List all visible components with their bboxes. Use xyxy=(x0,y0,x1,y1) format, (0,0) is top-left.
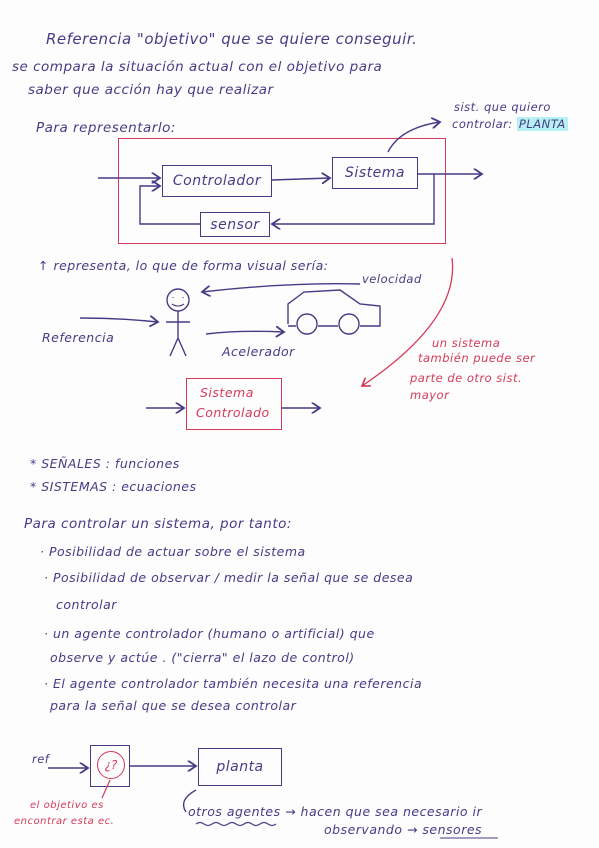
other-agents-line-1: otros agentes → hacen que sea necesario … xyxy=(188,804,483,819)
bullet-agent: · un agente controlador (humano o artifi… xyxy=(44,626,375,641)
represent-label: Para representarlo: xyxy=(36,120,176,136)
controller-label: Controlador xyxy=(172,173,262,189)
reference-label: Referencia xyxy=(42,330,115,345)
bottom-red-note-line-2: encontrar esta ec. xyxy=(14,816,115,827)
accelerator-arrow xyxy=(205,331,284,334)
ref-label: ref xyxy=(32,752,50,766)
systems-definition: * SISTEMAS : ecuaciones xyxy=(30,479,197,494)
sensor-label: sensor xyxy=(210,216,260,233)
accelerator-label: Acelerador xyxy=(222,344,295,359)
note-plant-line-2: controlar: PLANTA xyxy=(452,117,568,131)
visual-representation-line: ↑ representa, lo que de forma visual ser… xyxy=(38,258,329,273)
system-frame xyxy=(118,138,446,244)
bottom-red-note-line-1: el objetivo es xyxy=(30,800,104,811)
system-label: Sistema xyxy=(345,165,405,181)
agents-bracket xyxy=(182,789,197,813)
bullet-reference-cont: para la señal que se desea controlar xyxy=(50,698,297,713)
system-block: Sistema xyxy=(332,157,418,189)
bullet-actuate: · Posibilidad de actuar sobre el sistema xyxy=(40,544,306,559)
planta-highlight: PLANTA xyxy=(516,117,568,131)
sensor-block: sensor xyxy=(200,212,270,237)
red-note-line-2: también puede ser xyxy=(418,351,536,365)
note-plant-line-1: sist. que quiero xyxy=(454,100,551,114)
bullet-observe-cont: controlar xyxy=(56,597,117,612)
other-agents-line-2: observando → sensores xyxy=(324,822,483,837)
unknown-controller-block xyxy=(90,745,130,787)
controller-to-system-arrow xyxy=(271,178,330,180)
sensor-to-controller-arrow xyxy=(139,186,200,225)
question-circle: ¿? xyxy=(97,751,125,779)
controlled-system-line-2: Controlado xyxy=(196,405,270,420)
controller-block: Controlador xyxy=(162,165,272,197)
plant-label: planta xyxy=(216,759,264,775)
car-wheel-front xyxy=(338,313,360,335)
red-note-line-1: un sistema xyxy=(432,336,501,350)
person-body xyxy=(166,311,190,357)
bullet-reference: · El agente controlador también necesita… xyxy=(44,676,423,691)
velocity-label: velocidad xyxy=(362,272,422,286)
control-intro: Para controlar un sistema, por tanto: xyxy=(24,516,292,532)
feedback-line xyxy=(272,174,435,224)
bullet-agent-cont: observe y actúe . ("cierra" el lazo de c… xyxy=(50,650,355,665)
red-curve-arrow xyxy=(362,257,454,386)
red-note-pointer xyxy=(101,779,111,799)
signals-definition: * SEÑALES : funciones xyxy=(30,456,180,471)
controlled-system-block xyxy=(186,378,282,430)
reference-arrow xyxy=(79,318,158,322)
red-note-line-4: mayor xyxy=(410,388,450,402)
car-body xyxy=(287,289,381,327)
question-mark: ¿? xyxy=(104,758,118,772)
velocity-arrow xyxy=(202,282,361,292)
red-note-line-3: parte de otro sist. xyxy=(410,371,523,385)
intro-line-2: se compara la situación actual con el ob… xyxy=(12,59,383,75)
note-plant-label: controlar: xyxy=(452,117,513,131)
plant-note-arrow xyxy=(387,122,440,153)
agents-underline xyxy=(195,821,277,827)
plant-block: planta xyxy=(198,748,282,786)
intro-line-3: saber que acción hay que realizar xyxy=(28,82,274,98)
bullet-observe: · Posibilidad de observar / medir la señ… xyxy=(44,570,414,585)
person-head xyxy=(166,288,190,312)
controlled-system-line-1: Sistema xyxy=(200,385,254,400)
car-wheel-rear xyxy=(296,313,318,335)
intro-line-1: Referencia "objetivo" que se quiere cons… xyxy=(46,30,418,48)
